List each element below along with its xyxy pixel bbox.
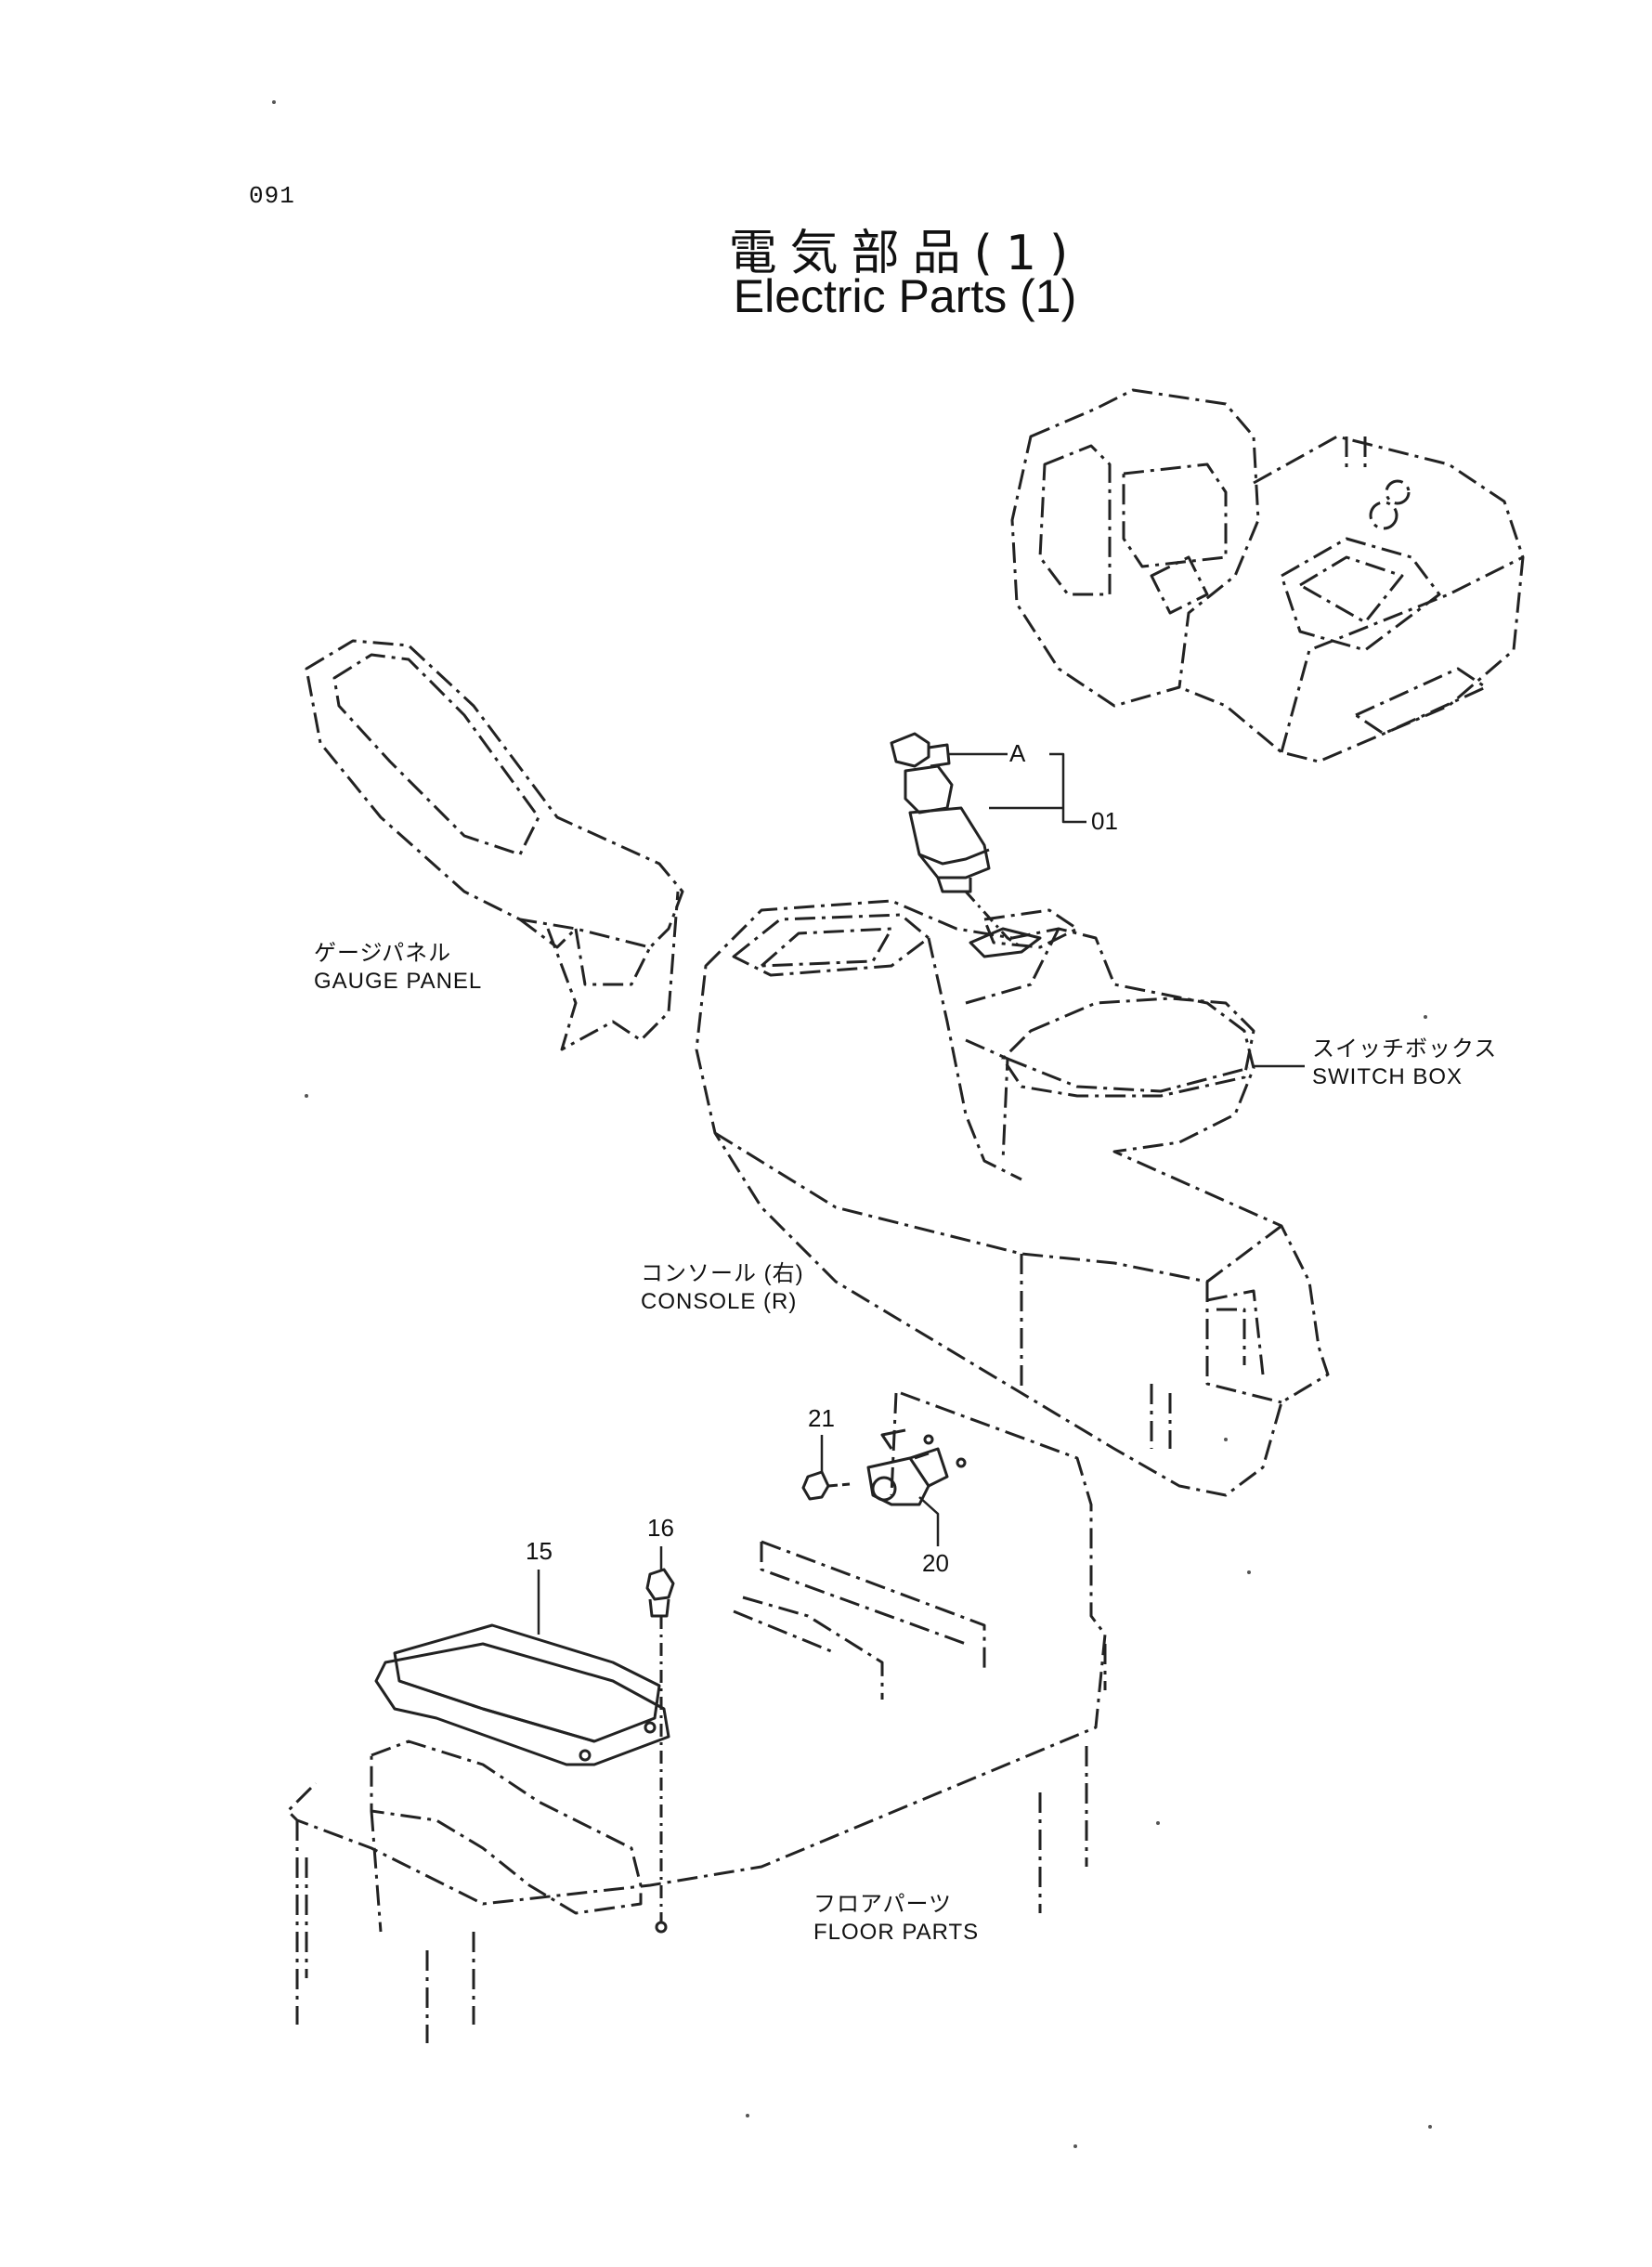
gauge-panel-illustration bbox=[305, 639, 684, 1051]
floor-parts-label: フロアパーツ FLOOR PARTS bbox=[813, 1891, 979, 1947]
console-label: コンソール (右) CONSOLE (R) bbox=[641, 1260, 804, 1316]
callout-leaders bbox=[949, 752, 1086, 824]
title-english: Electric Parts (1) bbox=[733, 270, 1077, 322]
gauge-panel-label-en: GAUGE PANEL bbox=[314, 969, 483, 994]
callout-16: 16 bbox=[647, 1514, 674, 1542]
switch-box-label-ja: スイッチボックス bbox=[1312, 1036, 1498, 1062]
clamp-and-bolt-illustration bbox=[801, 1428, 967, 1506]
key-switch-illustration bbox=[890, 732, 1042, 958]
bolt-illustration bbox=[645, 1568, 675, 1934]
callout-15: 15 bbox=[526, 1537, 553, 1565]
callout-20: 20 bbox=[922, 1549, 949, 1577]
floor-parts-label-en: FLOOR PARTS bbox=[813, 1920, 980, 1945]
callout-01: 01 bbox=[1091, 807, 1118, 835]
console-label-ja: コンソール (右) bbox=[641, 1261, 804, 1286]
floor-callout-leaders bbox=[537, 1435, 940, 1635]
switch-box-label-en: SWITCH BOX bbox=[1312, 1064, 1463, 1089]
switch-box-label: スイッチボックス SWITCH BOX bbox=[1312, 1036, 1497, 1091]
console-illustration bbox=[695, 899, 1330, 1497]
gauge-panel-label-ja: ゲージパネル bbox=[314, 941, 452, 966]
console-label-en: CONSOLE (R) bbox=[641, 1289, 798, 1314]
callout-21: 21 bbox=[808, 1404, 835, 1432]
floor-parts-label-ja: フロアパーツ bbox=[813, 1892, 953, 1917]
scan-specks bbox=[272, 100, 1432, 2148]
page-number: 091 bbox=[249, 182, 295, 210]
floor-parts-illustration bbox=[286, 1391, 1107, 2043]
excavator-illustration bbox=[1010, 388, 1525, 763]
callout-a: A bbox=[1009, 739, 1026, 767]
cover-plate-illustration bbox=[374, 1623, 670, 1766]
gauge-panel-label: ゲージパネル GAUGE PANEL bbox=[314, 940, 482, 996]
title-japanese: 電気部品(1) bbox=[728, 226, 1082, 281]
